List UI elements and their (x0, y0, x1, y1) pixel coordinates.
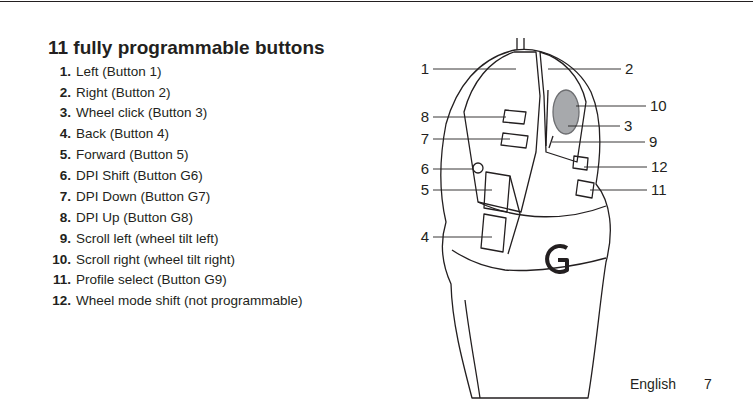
right-button (540, 52, 586, 162)
list-item: Back (Button 4) (76, 126, 169, 142)
palm-edge (478, 202, 606, 217)
g-logo (547, 246, 567, 272)
callout-number: 3 (624, 117, 632, 134)
leader-line (433, 69, 516, 70)
grip-edge (452, 250, 606, 271)
list-item: DPI Shift (Button G6) (76, 168, 203, 184)
callout-number: 11 (651, 181, 667, 198)
list-item: Forward (Button 5) (76, 147, 189, 163)
callout-number: 12 (651, 158, 668, 175)
callout-number: 2 (625, 60, 633, 77)
list-number: 12. (52, 293, 71, 309)
callout-number: 8 (421, 108, 429, 125)
g6-button (473, 163, 483, 173)
leader-lines (433, 69, 647, 237)
callout-number: 10 (650, 97, 667, 114)
callout-number: 1 (421, 60, 429, 77)
list-item: DPI Down (Button G7) (76, 189, 210, 205)
cable (517, 38, 524, 50)
list-item: Profile select (Button G9) (76, 272, 227, 288)
callout-number: 5 (421, 181, 429, 198)
top-rule (0, 1, 753, 2)
button-split (546, 90, 548, 146)
callout-number: 7 (421, 130, 429, 147)
callout-number: 4 (421, 228, 429, 245)
leader-line (590, 190, 647, 191)
heading: 11 fully programmable buttons (48, 37, 325, 59)
list-item: Right (Button 2) (76, 85, 171, 101)
left-button (464, 52, 540, 212)
list-number: 5. (60, 147, 71, 163)
list-number: 4. (60, 126, 71, 142)
list-number: 9. (60, 231, 71, 247)
mouse-drawing (441, 38, 611, 398)
list-number: 1. (60, 64, 71, 80)
leader-line (568, 126, 620, 127)
list-item: Wheel click (Button 3) (76, 105, 207, 121)
list-number: 6. (60, 168, 71, 184)
wheel-mode-button (573, 156, 588, 170)
leader-line (433, 237, 492, 238)
list-number: 7. (60, 189, 71, 205)
list-item: Left (Button 1) (76, 64, 162, 80)
leader-line (433, 190, 492, 191)
back-button (481, 214, 506, 252)
list-number: 8. (60, 210, 71, 226)
leader-line (584, 167, 647, 168)
g9-button (576, 180, 594, 198)
leader-line (576, 106, 646, 107)
callout-number: 9 (649, 133, 657, 150)
leader-line (433, 169, 473, 170)
list-item: Wheel mode shift (not programmable) (76, 293, 303, 309)
leader-line (548, 69, 621, 70)
g7-button (501, 133, 528, 148)
g8-button (503, 110, 526, 124)
footer-language: English (630, 376, 676, 392)
page-number: 7 (704, 376, 712, 392)
list-item: Scroll left (wheel tilt left) (76, 231, 219, 247)
list-number: 11. (53, 272, 71, 288)
list-number: 2. (60, 85, 71, 101)
leader-line (433, 139, 510, 140)
list-number: 3. (60, 105, 71, 121)
scroll-wheel (553, 90, 579, 134)
callout-number: 6 (421, 160, 429, 177)
side-contour (465, 300, 480, 398)
mouse-body (441, 49, 611, 398)
list-item: DPI Up (Button G8) (76, 210, 193, 226)
list-number: 10. (52, 252, 71, 268)
leader-line (433, 117, 506, 118)
leader-line (552, 142, 645, 143)
list-item: Scroll right (wheel tilt right) (76, 252, 235, 268)
